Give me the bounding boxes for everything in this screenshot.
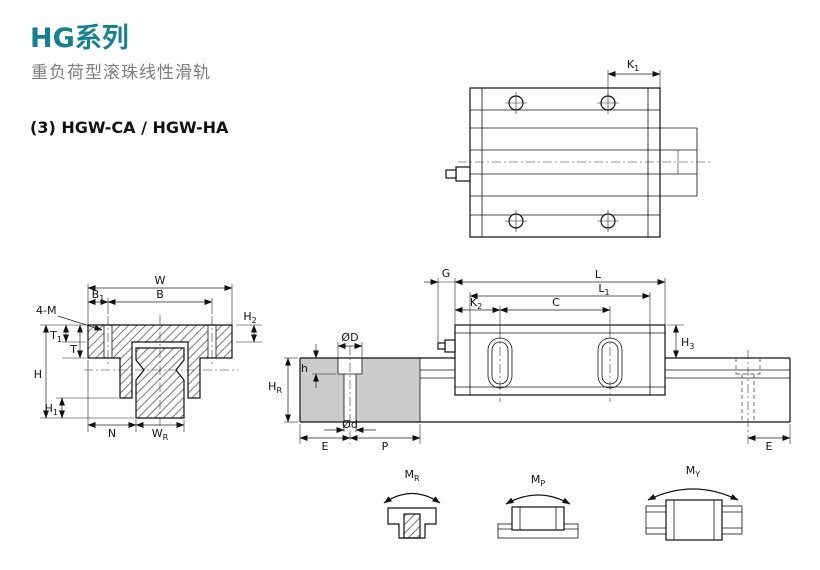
moment-label-mr: MR	[404, 468, 420, 483]
dim-label-h: H	[34, 368, 42, 381]
dim-label-g: G	[442, 267, 451, 280]
side-view-drawing: G L L1 K2 C H3	[424, 267, 694, 402]
top-view-bolt-holes	[505, 92, 619, 232]
dim-label-hr: HR	[268, 380, 282, 395]
front-view-wing-holes	[103, 316, 217, 364]
page-subtitle: 重负荷型滚珠线性滑轨	[31, 63, 211, 83]
moment-my: MY	[645, 464, 743, 541]
mp-rotation-arrow	[505, 494, 571, 505]
dim-label-t1: T1	[49, 329, 62, 344]
rail-profile-drawing: ØD h HR Ød E P	[268, 331, 791, 453]
mr-rotation-arrow	[383, 492, 441, 504]
dim-label-e-right: E	[766, 440, 773, 453]
dim-label-c: C	[552, 296, 560, 309]
side-view-block	[454, 324, 666, 396]
dim-k1-group: K1	[607, 58, 661, 96]
dim-label-dd: Ød	[342, 418, 358, 431]
dim-label-h1: H1	[45, 402, 58, 417]
top-view-rail	[458, 127, 710, 197]
dim-label-dD: ØD	[341, 331, 358, 344]
moment-label-mp: MP	[531, 473, 546, 488]
front-view-drawing: W B B1 4-M H2 T1 T	[34, 274, 262, 442]
moment-mr: MR	[383, 468, 441, 539]
section-label: (3) HGW-CA / HGW-HA	[30, 118, 229, 137]
dim-label-l: L	[595, 268, 602, 281]
top-view-drawing: K1	[445, 58, 710, 238]
side-view-dimensions: G L L1 K2 C H3	[424, 267, 694, 359]
dim-label-l1: L1	[598, 282, 609, 297]
moment-label-my: MY	[686, 464, 701, 479]
dim-label-p: P	[382, 440, 389, 453]
dim-label-h-small: h	[301, 362, 308, 375]
rail-hidden-hole	[735, 350, 761, 444]
dim-label-k2: K2	[470, 296, 482, 311]
dim-label-k1: K1	[627, 58, 639, 73]
rail-dimensions: ØD h HR Ød E P	[268, 331, 791, 453]
dim-label-e-left: E	[322, 440, 329, 453]
dim-label-b: B	[156, 288, 164, 301]
dim-label-4m: 4-M	[36, 304, 56, 317]
side-view-ball-circuits	[487, 330, 623, 402]
front-view-centerlines	[84, 315, 238, 428]
side-view-block-lines	[455, 325, 665, 395]
moment-mp: MP	[497, 473, 579, 539]
dim-label-w: W	[155, 274, 166, 287]
dim-label-h2: H2	[243, 310, 256, 325]
dim-label-wr: WR	[152, 427, 169, 442]
mr-rail-icon	[403, 513, 421, 539]
front-view-dimensions: W B B1 4-M H2 T1 T	[34, 274, 262, 442]
front-view-block-section	[87, 324, 233, 399]
top-view-block	[469, 87, 661, 238]
rail-mounting-hole	[337, 346, 363, 444]
dim-label-n: N	[108, 427, 116, 440]
my-rotation-arrow	[647, 488, 739, 501]
page-title: HG系列	[30, 23, 129, 54]
my-block-icon	[665, 499, 723, 541]
dim-label-t: T	[69, 343, 77, 356]
grease-nipple-top	[445, 166, 471, 182]
dim-label-b1: B1	[92, 288, 105, 303]
moment-diagrams: MR MP MY	[383, 464, 743, 541]
mp-block-icon	[511, 506, 565, 531]
grease-nipple-side	[437, 339, 456, 353]
dim-label-h3: H3	[681, 336, 694, 351]
